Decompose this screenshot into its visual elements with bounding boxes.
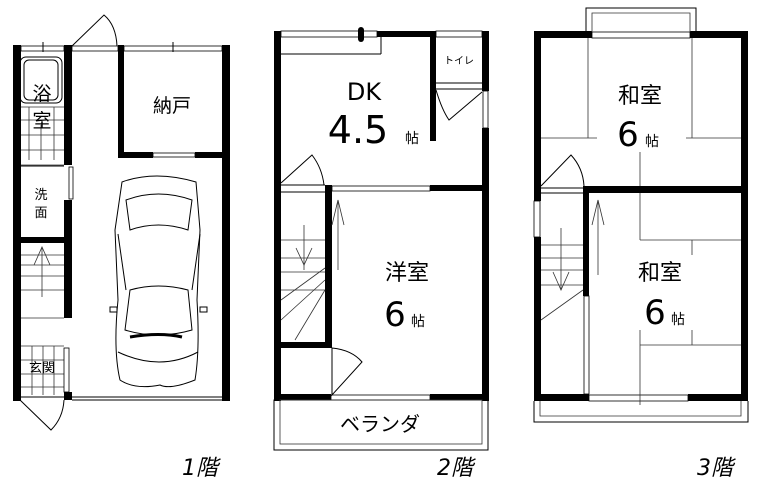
wall (13, 45, 21, 401)
bathtub (19, 56, 63, 104)
wall (534, 237, 541, 401)
door-frame (71, 45, 119, 52)
wall (325, 185, 332, 345)
window (533, 200, 541, 238)
bath-label: 浴 (32, 83, 51, 105)
wall (690, 31, 748, 38)
window (591, 31, 691, 39)
storage-label: 納戸 (153, 95, 191, 117)
wall (430, 394, 488, 400)
window (152, 152, 196, 158)
floor-1: 浴 室 納戸 洗 面 玄関 1階 (13, 14, 230, 481)
car-icon (109, 175, 208, 388)
japanese-room-1-unit: 帖 (645, 134, 659, 150)
window (330, 394, 431, 401)
bath-label-2: 室 (32, 110, 51, 132)
wall (482, 31, 489, 91)
western-room-label: 洋室 (385, 261, 429, 286)
window (68, 166, 74, 200)
wall (583, 186, 589, 296)
western-room-unit: 帖 (411, 314, 425, 330)
wall (64, 392, 72, 400)
japanese-room-2-size: 6 (644, 293, 666, 333)
entrance-door (19, 399, 65, 431)
door (331, 347, 363, 397)
floor-label-2f: 2階 (437, 456, 476, 481)
wall (222, 45, 230, 401)
japanese-room-1-label: 和室 (618, 84, 662, 109)
wall (430, 31, 436, 141)
door (540, 154, 585, 187)
wall (118, 152, 153, 158)
window (63, 347, 70, 393)
wall (534, 31, 592, 38)
dk-size: 4.5 (328, 108, 388, 152)
wall (274, 394, 331, 400)
floor-3: 和室 6 帖 和室 6 帖 3階 (533, 7, 749, 481)
floor-2: DK 4.5 帖 トイレ 洋室 6 帖 ベランダ 2階 (273, 27, 489, 481)
toilet-door (435, 89, 483, 121)
window (583, 295, 590, 395)
wall (118, 45, 124, 157)
wall (64, 45, 72, 165)
dk-label: DK (347, 78, 382, 106)
japanese-room-2-label: 和室 (638, 261, 682, 286)
door (280, 154, 325, 186)
wall (430, 185, 488, 191)
veranda-label: ベランダ (340, 412, 420, 436)
wall (195, 152, 225, 158)
entrance-label: 玄関 (29, 361, 55, 376)
floor-label-1f: 1階 (182, 456, 221, 481)
wall (583, 186, 748, 193)
floor-label-3f: 3階 (697, 456, 736, 481)
wall (274, 31, 281, 401)
window (435, 30, 483, 38)
toilet-label: トイレ (444, 56, 474, 67)
wall (534, 31, 541, 201)
wall (482, 128, 489, 401)
japanese-room-2-unit: 帖 (671, 312, 685, 328)
washroom-label-2: 面 (34, 206, 47, 221)
japanese-room-1-size: 6 (617, 115, 639, 155)
window (588, 394, 689, 402)
wall (741, 31, 748, 401)
washroom-label: 洗 (34, 188, 47, 203)
wall (534, 394, 589, 401)
window (482, 90, 489, 129)
wall (274, 342, 332, 348)
door (71, 14, 118, 47)
dk-unit: 帖 (405, 131, 419, 147)
sliding-door (331, 185, 431, 192)
wall (64, 200, 72, 318)
western-room-size: 6 (384, 295, 406, 335)
window (280, 30, 378, 38)
wall (688, 394, 748, 401)
wall (19, 237, 69, 243)
